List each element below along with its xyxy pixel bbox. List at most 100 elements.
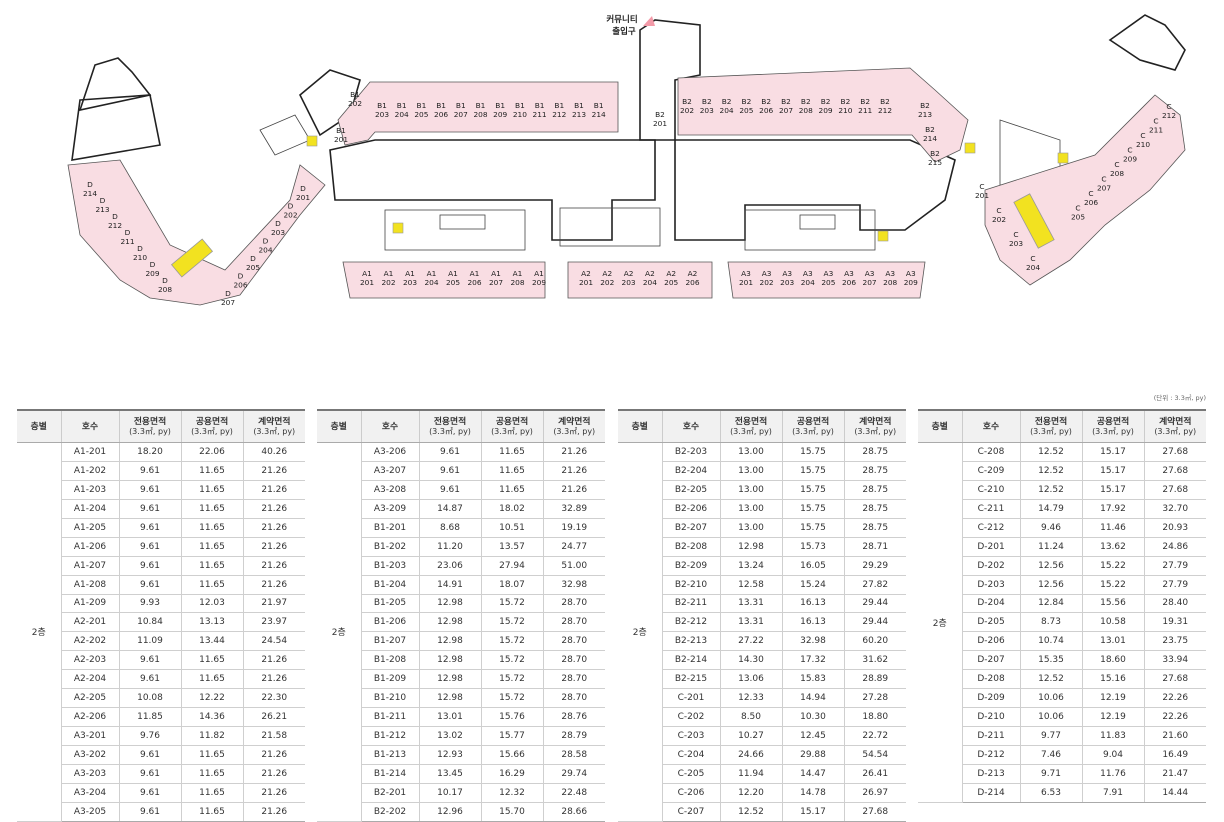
header-contract-unit: (3.3㎡, py) [1154, 426, 1197, 436]
contract-area-cell: 27.79 [1143, 556, 1206, 576]
unit-cell: D-204 [961, 594, 1020, 614]
zone-d [67, 159, 326, 306]
common-area-cell: 15.73 [781, 537, 844, 557]
common-area-cell: 15.17 [781, 802, 844, 822]
exclusive-area-cell: 11.09 [118, 631, 181, 652]
unit-cell: B2-202 [360, 802, 419, 822]
common-area-cell: 10.58 [1081, 612, 1144, 633]
header-exclusive: 전용면적(3.3㎡, py) [719, 409, 782, 443]
unit-cell: B1-213 [360, 745, 419, 765]
floor-cell: 2층 [317, 442, 361, 822]
header-exclusive-unit: (3.3㎡, py) [1030, 426, 1072, 436]
exclusive-area-cell: 12.52 [1019, 461, 1082, 481]
contract-area-cell: 27.28 [843, 688, 906, 709]
contract-area-cell: 29.74 [542, 764, 605, 784]
contract-area-cell: 27.68 [1143, 442, 1206, 462]
exclusive-area-cell: 13.24 [719, 556, 782, 576]
common-area-cell: 10.30 [781, 707, 844, 728]
contract-area-cell: 22.26 [1143, 688, 1206, 709]
unit-cell: C-202 [661, 707, 720, 728]
header-common-unit: (3.3㎡, py) [792, 426, 834, 436]
exclusive-area-cell: 8.68 [418, 518, 481, 538]
unit-cell: D-211 [961, 726, 1020, 746]
unit-cell: C-211 [961, 499, 1020, 519]
exclusive-area-cell: 14.87 [418, 499, 481, 519]
common-area-cell: 15.72 [480, 631, 543, 652]
common-area-cell: 15.70 [480, 802, 543, 822]
contract-area-cell: 21.26 [242, 669, 305, 690]
contract-area-cell: 19.31 [1143, 612, 1206, 633]
header-contract-label: 계약면적 [258, 416, 291, 427]
contract-area-cell: 28.40 [1143, 594, 1206, 614]
contract-area-cell: 32.89 [542, 499, 605, 519]
contract-area-cell: 20.93 [1143, 518, 1206, 538]
contract-area-cell: 31.62 [843, 650, 906, 671]
common-area-cell: 15.72 [480, 650, 543, 671]
contract-area-cell: 24.77 [542, 537, 605, 557]
common-area-cell: 15.72 [480, 669, 543, 690]
exclusive-area-cell: 13.01 [418, 707, 481, 728]
unit-cell: B1-206 [360, 612, 419, 633]
common-area-cell: 17.92 [1081, 499, 1144, 519]
contract-area-cell: 21.26 [542, 461, 605, 481]
exclusive-area-cell: 10.74 [1019, 631, 1082, 652]
contract-area-cell: 21.47 [1143, 764, 1206, 784]
unit-cell: B1-207 [360, 631, 419, 652]
exclusive-area-cell: 10.27 [719, 726, 782, 746]
exclusive-area-cell: 12.52 [1019, 480, 1082, 500]
common-area-cell: 7.91 [1081, 783, 1144, 803]
exclusive-area-cell: 12.98 [418, 631, 481, 652]
exclusive-area-cell: 8.50 [719, 707, 782, 728]
common-area-cell: 11.65 [180, 650, 243, 671]
exclusive-area-cell: 24.66 [719, 745, 782, 765]
common-area-cell: 15.22 [1081, 556, 1144, 576]
floor-cell: 2층 [918, 442, 962, 803]
elevator-icon [877, 230, 889, 242]
contract-area-cell: 21.60 [1143, 726, 1206, 746]
header-exclusive-unit: (3.3㎡, py) [730, 426, 772, 436]
contract-area-cell: 29.44 [843, 612, 906, 633]
contract-area-cell: 27.68 [1143, 669, 1206, 690]
header-contract-label: 계약면적 [1159, 416, 1192, 427]
common-area-cell: 27.94 [480, 556, 543, 576]
contract-area-cell: 21.26 [242, 802, 305, 822]
unit-cell: A1-202 [60, 461, 119, 481]
common-area-cell: 12.22 [180, 688, 243, 709]
header-common-label: 공용면적 [495, 416, 529, 427]
floor-cell: 2층 [618, 442, 662, 822]
header-unit: 호수 [360, 409, 419, 443]
contract-area-cell: 21.58 [242, 726, 305, 746]
header-common-label: 공용면적 [195, 416, 229, 427]
elevator-icon [392, 222, 404, 234]
exclusive-area-cell: 15.35 [1019, 650, 1082, 671]
